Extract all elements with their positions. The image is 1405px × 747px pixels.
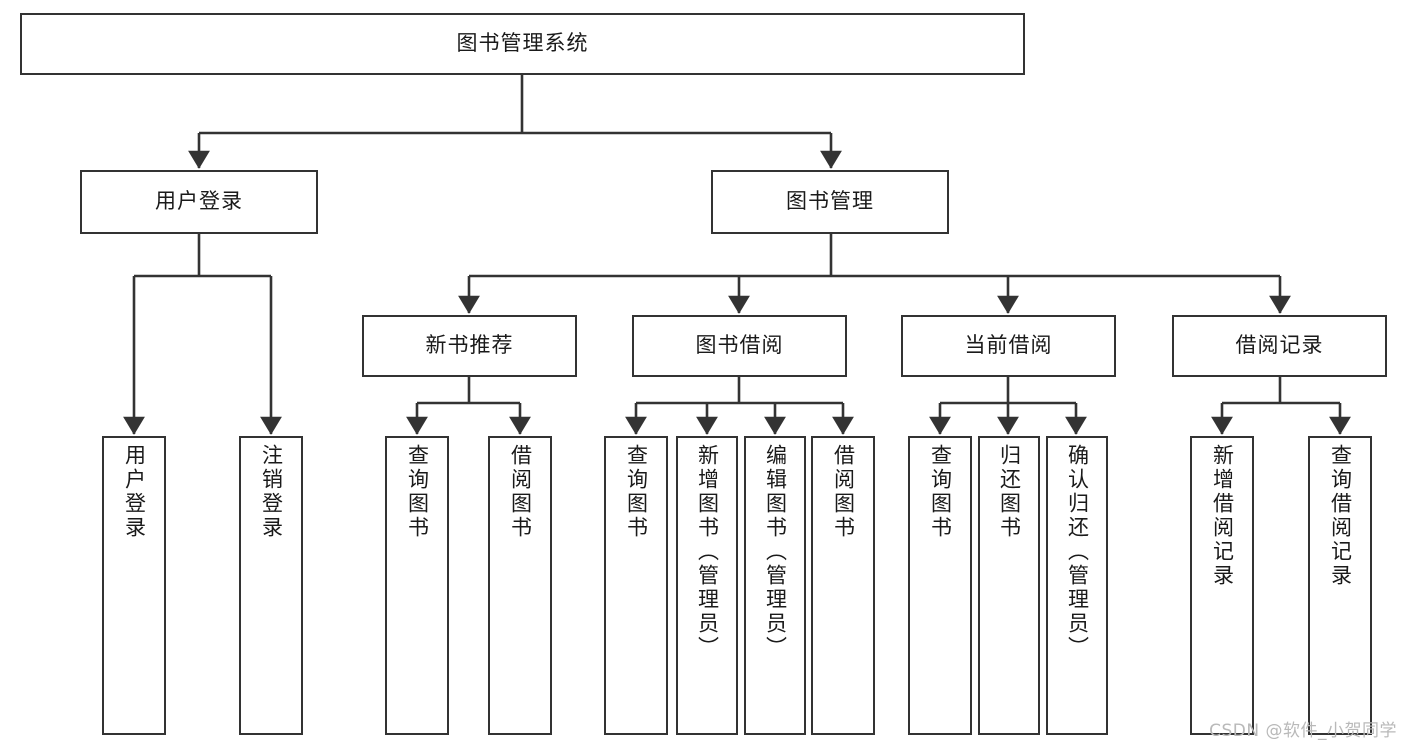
node-label: 新书推荐	[425, 333, 514, 358]
leaf-current-borrow-confirm-return[interactable]: 确认归还（管理员）	[1046, 436, 1108, 735]
leaf-current-borrow-return[interactable]: 归还图书	[978, 436, 1040, 735]
leaf-new-book-borrow[interactable]: 借阅图书	[488, 436, 552, 735]
node-label: 新增图书（管理员）	[695, 444, 720, 660]
node-book-management-system[interactable]: 图书管理系统	[20, 13, 1025, 75]
node-label: 借阅记录	[1235, 333, 1324, 358]
node-user-login[interactable]: 用户登录	[80, 170, 318, 234]
leaf-book-borrow-query[interactable]: 查询图书	[604, 436, 668, 735]
node-label: 图书借阅	[695, 333, 784, 358]
leaf-current-borrow-query[interactable]: 查询图书	[908, 436, 972, 735]
node-label: 用户登录	[122, 444, 147, 540]
csdn-watermark: CSDN @软件_小贺同学	[1209, 721, 1397, 741]
node-label: 编辑图书（管理员）	[763, 444, 788, 660]
node-label: 借阅图书	[508, 444, 533, 540]
node-current-borrow[interactable]: 当前借阅	[901, 315, 1116, 377]
node-label: 当前借阅	[964, 333, 1053, 358]
node-label: 归还图书	[997, 444, 1022, 540]
node-label: 借阅图书	[831, 444, 856, 540]
leaf-user-login-login[interactable]: 用户登录	[102, 436, 166, 735]
node-label: 查询借阅记录	[1328, 444, 1353, 588]
node-label: 图书管理	[786, 189, 874, 214]
leaf-borrow-record-add[interactable]: 新增借阅记录	[1190, 436, 1254, 735]
node-label: 图书管理系统	[456, 31, 589, 56]
node-label: 注销登录	[259, 444, 284, 540]
node-label: 确认归还（管理员）	[1065, 444, 1090, 660]
node-label: 查询图书	[624, 444, 649, 540]
node-book-management[interactable]: 图书管理	[711, 170, 949, 234]
node-label: 查询图书	[928, 444, 953, 540]
leaf-book-borrow-borrow[interactable]: 借阅图书	[811, 436, 875, 735]
node-borrow-record[interactable]: 借阅记录	[1172, 315, 1387, 377]
leaf-new-book-query[interactable]: 查询图书	[385, 436, 449, 735]
leaf-book-borrow-add[interactable]: 新增图书（管理员）	[676, 436, 738, 735]
node-label: 用户登录	[155, 189, 243, 214]
node-new-book-recommend[interactable]: 新书推荐	[362, 315, 577, 377]
leaf-borrow-record-query[interactable]: 查询借阅记录	[1308, 436, 1372, 735]
leaf-user-login-logout[interactable]: 注销登录	[239, 436, 303, 735]
node-label: 查询图书	[405, 444, 430, 540]
node-label: 新增借阅记录	[1210, 444, 1235, 588]
leaf-book-borrow-edit[interactable]: 编辑图书（管理员）	[744, 436, 806, 735]
node-book-borrow[interactable]: 图书借阅	[632, 315, 847, 377]
